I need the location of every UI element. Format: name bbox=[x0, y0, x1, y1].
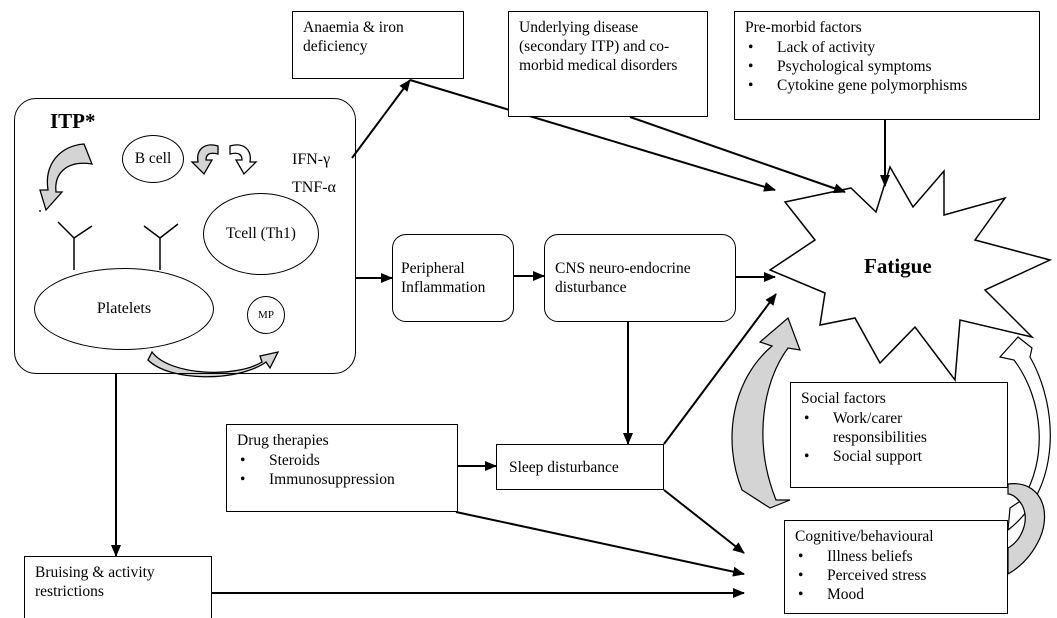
cytokine-tnf-alpha: TNF-α bbox=[292, 179, 336, 196]
list-item: Illness beliefs bbox=[795, 547, 997, 566]
sleep-disturbance-box: Sleep disturbance bbox=[496, 444, 664, 490]
platelets-oval: Platelets bbox=[34, 268, 214, 350]
social-title: Social factors bbox=[801, 390, 886, 407]
premorbid-list: Lack of activity Psychological symptoms … bbox=[745, 38, 1029, 95]
cns-disturbance-box: CNS neuro-endocrine disturbance bbox=[544, 234, 736, 322]
cns-line-1: CNS neuro-endocrine bbox=[555, 260, 691, 277]
fatigue-label: Fatigue bbox=[864, 254, 932, 278]
list-item: Psychological symptoms bbox=[745, 57, 1029, 76]
drug-therapies-box: Drug therapies Steroids Immunosuppressio… bbox=[226, 424, 458, 512]
bruising-line-2: restrictions bbox=[35, 583, 104, 600]
itp-cell-interactions bbox=[39, 143, 280, 378]
sleep-label: Sleep disturbance bbox=[509, 458, 619, 476]
peripheral-inflammation-box: Peripheral Inflammation bbox=[392, 234, 514, 322]
social-list: Work/carer responsibilities Social suppo… bbox=[801, 409, 997, 466]
premorbid-box: Pre-morbid factors Lack of activity Psyc… bbox=[734, 11, 1040, 120]
cognitive-list: Illness beliefs Perceived stress Mood bbox=[795, 547, 997, 604]
list-item: Steroids bbox=[237, 451, 447, 470]
anaemia-line-1: Anaemia & iron bbox=[303, 19, 404, 36]
cognitive-title: Cognitive/behavioural bbox=[795, 528, 934, 545]
drug-list: Steroids Immunosuppression bbox=[237, 451, 447, 489]
list-item: Mood bbox=[795, 585, 997, 604]
peripheral-line-2: Inflammation bbox=[401, 279, 486, 296]
bruising-box: Bruising & activity restrictions bbox=[24, 556, 212, 618]
list-item: Immunosuppression bbox=[237, 470, 447, 489]
t-cell-oval: Tcell (Th1) bbox=[203, 193, 319, 275]
b-cell-oval: B cell bbox=[122, 135, 184, 183]
itp-title: ITP* bbox=[50, 109, 96, 133]
social-factors-box: Social factors Work/carer responsibiliti… bbox=[790, 382, 1008, 488]
mp-circle: MP bbox=[247, 296, 285, 334]
list-item: Perceived stress bbox=[795, 566, 997, 585]
fatigue-starburst bbox=[768, 165, 1053, 383]
underlying-disease-box: Underlying disease (secondary ITP) and c… bbox=[508, 11, 708, 117]
list-item: Lack of activity bbox=[745, 38, 1029, 57]
cycle-arrow-bottom-right bbox=[1007, 483, 1046, 576]
list-item: Cytokine gene polymorphisms bbox=[745, 76, 1029, 95]
underlying-line-2: (secondary ITP) and co- bbox=[519, 38, 670, 55]
list-item: Work/carer responsibilities bbox=[801, 409, 973, 447]
list-item: Social support bbox=[801, 447, 997, 466]
anaemia-line-2: deficiency bbox=[303, 38, 368, 55]
cns-line-2: disturbance bbox=[555, 279, 627, 296]
peripheral-line-1: Peripheral bbox=[401, 260, 465, 277]
cognitive-behavioural-box: Cognitive/behavioural Illness beliefs Pe… bbox=[784, 520, 1008, 614]
cytokine-ifn-gamma: IFN-γ bbox=[292, 151, 331, 168]
underlying-line-3: morbid medical disorders bbox=[519, 57, 678, 74]
cycle-arrow-left bbox=[731, 316, 801, 509]
itp-panel bbox=[14, 98, 356, 374]
bruising-line-1: Bruising & activity bbox=[35, 564, 155, 581]
connectors bbox=[111, 79, 890, 598]
drug-title: Drug therapies bbox=[237, 432, 329, 449]
premorbid-title: Pre-morbid factors bbox=[745, 19, 862, 36]
anaemia-box: Anaemia & iron deficiency bbox=[292, 11, 464, 79]
cycle-arrow-right bbox=[998, 336, 1051, 532]
underlying-line-1: Underlying disease bbox=[519, 19, 639, 36]
